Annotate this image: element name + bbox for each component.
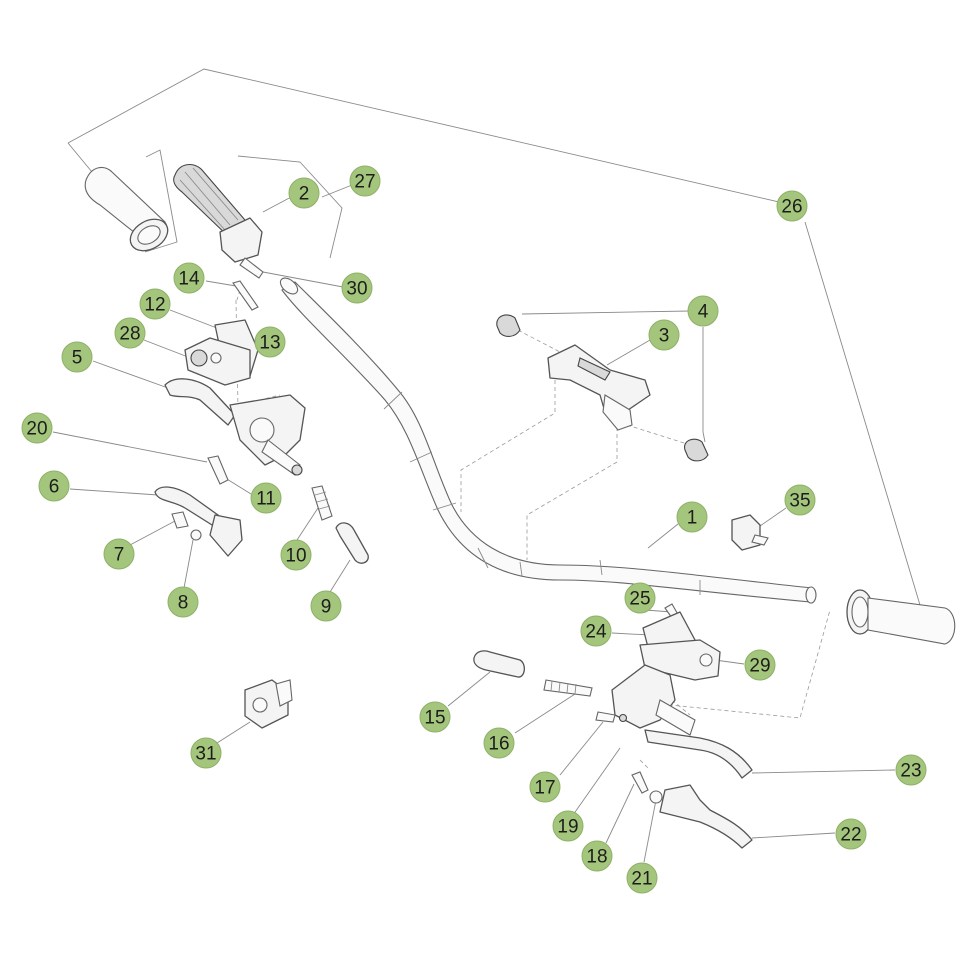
left-clutch-assembly	[154, 280, 369, 564]
callout-18[interactable]: 18	[581, 840, 613, 872]
callout-15[interactable]: 15	[419, 701, 451, 733]
callout-5[interactable]: 5	[61, 341, 93, 373]
callout-14[interactable]: 14	[173, 262, 205, 294]
callout-30[interactable]: 30	[341, 272, 373, 304]
callout-13[interactable]: 13	[254, 326, 286, 358]
handlebar-clamp-part	[547, 344, 651, 431]
right-grip-part	[846, 589, 956, 645]
connector-part	[244, 679, 293, 729]
callout-20[interactable]: 20	[21, 412, 53, 444]
callout-3[interactable]: 3	[648, 319, 680, 351]
callout-22[interactable]: 22	[835, 818, 867, 850]
callout-9[interactable]: 9	[310, 590, 342, 622]
callout-24[interactable]: 24	[580, 615, 612, 647]
callout-29[interactable]: 29	[744, 649, 776, 681]
callout-31[interactable]: 31	[190, 737, 222, 769]
callout-21[interactable]: 21	[626, 862, 658, 894]
callout-12[interactable]: 12	[139, 288, 171, 320]
callout-4[interactable]: 4	[687, 295, 719, 327]
throttle-grip-part	[173, 164, 264, 279]
leader-lines	[52, 68, 921, 863]
callout-17[interactable]: 17	[529, 771, 561, 803]
cable-clip-top	[496, 314, 521, 337]
callout-25[interactable]: 25	[624, 582, 656, 614]
callout-23[interactable]: 23	[895, 754, 927, 786]
callout-19[interactable]: 19	[552, 810, 584, 842]
callout-8[interactable]: 8	[167, 586, 199, 618]
callout-26[interactable]: 26	[776, 190, 808, 222]
callout-27[interactable]: 27	[349, 165, 381, 197]
callout-7[interactable]: 7	[103, 538, 135, 570]
left-grip-part	[84, 166, 169, 252]
callout-11[interactable]: 11	[250, 482, 282, 514]
callout-10[interactable]: 10	[280, 539, 312, 571]
callout-2[interactable]: 2	[288, 177, 320, 209]
callout-layer: 1 2 3 4 5 6 7 8 9 10 11 12 13 14 15 16 1…	[21, 165, 927, 894]
cable-clip-bottom	[684, 438, 709, 462]
right-brake-assembly	[473, 603, 753, 849]
handlebar-part	[279, 277, 817, 604]
callout-16[interactable]: 16	[483, 727, 515, 759]
callout-28[interactable]: 28	[114, 317, 146, 349]
callout-6[interactable]: 6	[38, 470, 70, 502]
switch-part	[731, 514, 769, 551]
callout-35[interactable]: 35	[784, 484, 816, 516]
callout-1[interactable]: 1	[676, 501, 708, 533]
